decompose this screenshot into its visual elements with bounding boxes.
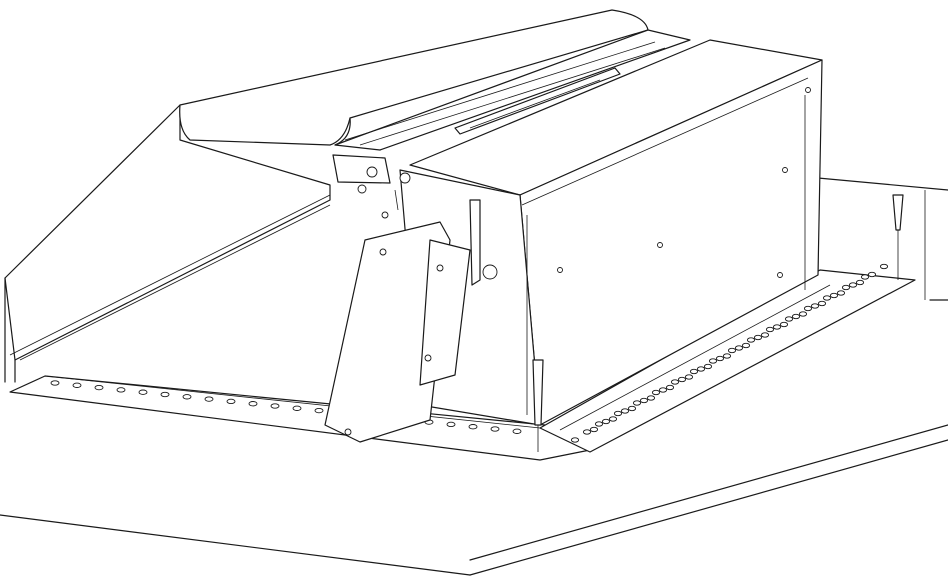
perforation-hole <box>848 282 858 288</box>
perforation-hole <box>677 376 687 383</box>
perforation-hole <box>689 368 699 375</box>
perforation-hole <box>446 421 456 428</box>
perforation-hole <box>860 274 870 280</box>
perforation-hole <box>715 355 725 362</box>
perforation-hole <box>810 303 820 309</box>
controller-enclosure <box>324 221 471 443</box>
perforation-hole <box>753 334 763 341</box>
side-flange <box>539 263 916 453</box>
perforation-hole <box>703 363 713 370</box>
perforation-hole <box>727 347 737 354</box>
perforation-hole <box>670 379 680 385</box>
perforation-hole <box>490 426 500 432</box>
perforation-hole <box>582 429 592 435</box>
perforation-hole <box>639 397 649 404</box>
perforation-hole <box>468 424 478 430</box>
perforation-hole <box>760 332 770 338</box>
sloped-housing <box>4 104 331 383</box>
perforation-hole <box>620 408 630 414</box>
perforation-hole <box>94 384 104 391</box>
perforation-hole <box>292 405 302 411</box>
perforation-hole <box>632 400 642 406</box>
perforation-hole <box>116 387 126 393</box>
box-screw-holes <box>557 87 811 278</box>
top-cover <box>179 9 691 151</box>
perforation-hole <box>594 421 604 427</box>
perforation-hole <box>204 396 214 402</box>
perforation-hole <box>248 401 258 407</box>
perforation-hole <box>784 316 794 322</box>
perforation-hole <box>613 410 623 417</box>
perforation-hole <box>772 324 782 330</box>
perforation-hole <box>791 313 801 320</box>
perforation-hole <box>314 407 324 414</box>
perforation-hole <box>696 366 706 372</box>
perforation-hole <box>646 395 656 401</box>
perforation-hole <box>72 382 82 388</box>
perforation-hole <box>836 290 846 296</box>
perforation-hole <box>746 337 756 343</box>
antenna <box>469 199 498 286</box>
perforation-hole <box>722 353 732 359</box>
perforation-hole <box>651 389 661 396</box>
perforation-hole <box>226 398 236 405</box>
perforation-hole <box>601 418 611 425</box>
perforation-hole <box>855 279 865 286</box>
perforation-hole <box>160 391 170 398</box>
perforation-hole <box>50 380 60 386</box>
mounting-screw <box>532 359 544 452</box>
perforation-hole <box>627 405 637 412</box>
perforation-hole <box>741 342 751 349</box>
perforation-hole <box>798 311 808 317</box>
perforation-hole <box>817 300 827 307</box>
perforation-hole <box>658 387 668 393</box>
perforation-hole <box>779 321 789 328</box>
perforation-hole <box>841 284 851 291</box>
hinge-bracket <box>332 154 411 219</box>
perforation-hole <box>270 403 280 409</box>
perforation-hole <box>512 428 522 434</box>
perforation-hole <box>803 305 813 312</box>
perforation-hole <box>608 416 618 422</box>
perforation-hole <box>867 271 877 278</box>
perforation-hole <box>182 394 192 400</box>
perforation-hole <box>138 389 148 395</box>
perforation-hole <box>822 295 832 301</box>
loose-screw <box>892 194 904 280</box>
perforation-hole <box>829 292 839 299</box>
perforation-hole <box>665 384 675 391</box>
perforation-hole <box>765 326 775 333</box>
perforation-hole <box>570 437 580 443</box>
perforation-hole <box>684 374 694 380</box>
perforation-hole <box>879 263 889 270</box>
perforation-hole <box>708 358 718 364</box>
perforation-hole <box>734 345 744 351</box>
perforation-hole <box>589 426 599 433</box>
